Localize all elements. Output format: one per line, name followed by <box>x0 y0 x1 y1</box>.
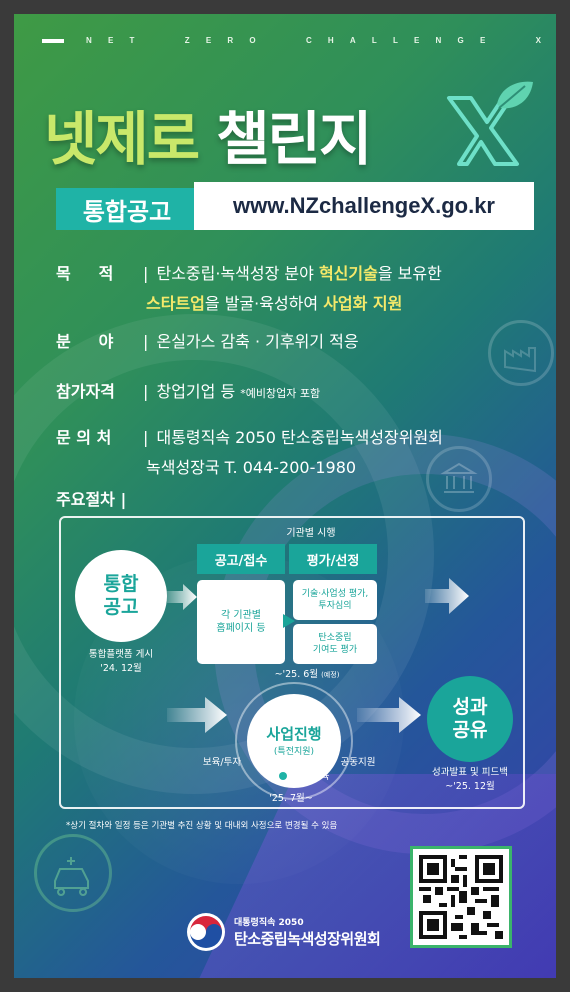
arrow-right-icon <box>167 584 197 610</box>
info-eligibility: 참가자격| 창업기업 등 *예비창업자 포함 <box>56 382 321 401</box>
website-link[interactable]: www.NZchallengeX.go.kr <box>194 182 534 230</box>
qr-code[interactable] <box>410 846 512 948</box>
step-result-share: 성과 공유 <box>427 676 513 762</box>
label-joint-support: 공동지원 <box>340 757 376 768</box>
step-result-caption: 성과발표 및 피드백 ~'25. 12월 <box>432 767 508 793</box>
box-evaluation-1: 기술·사업성 평가, 투자심의 <box>293 580 377 620</box>
period-2: '25. 7월~ <box>269 793 313 804</box>
electric-car-icon <box>34 834 112 912</box>
dot <box>279 772 287 780</box>
box-each-agency: 각 기관별 홈페이지 등 <box>197 580 285 664</box>
tagline: N E T Z E R O C H A L L E N G E X <box>86 36 541 45</box>
arrow-right-icon <box>357 697 421 733</box>
info-field: 분 야| 온실가스 감축 · 기후위기 적응 <box>56 332 359 351</box>
top-bar-mark <box>42 39 64 43</box>
label-additional-incubation: 추가보육 <box>294 771 330 782</box>
arrow-right-icon <box>425 578 469 614</box>
taegeuk-emblem-icon <box>187 913 225 951</box>
arrow-small-icon <box>283 614 295 628</box>
qr-code-icon <box>419 855 503 939</box>
logo-letter: X <box>437 78 438 79</box>
step-project: 사업진행 (특전지원) <box>247 694 341 788</box>
factory-icon <box>488 320 554 386</box>
agency-header: 기관별 시행 <box>286 528 336 539</box>
period-1: ~'25. 6월 (예정) <box>274 669 340 680</box>
step-announce-caption: 통합플랫폼 게시 '24. 12월 <box>88 649 154 675</box>
project-ring <box>235 682 353 800</box>
tab-receive: 공고/접수 <box>197 544 285 574</box>
info-contact: 문 의 처| 대통령직속 2050 탄소중립녹색성장위원회 녹색성장국 T. 0… <box>56 428 443 477</box>
organization-logo: 대통령직속 2050 탄소중립녹색성장위원회 <box>186 912 381 952</box>
process-diagram: 기관별 시행 통합 공고 통합플랫폼 게시 '24. 12월 공고/접수 평가/… <box>59 516 525 809</box>
process-title: 주요절차 | <box>56 490 127 509</box>
bank-icon <box>426 446 492 512</box>
page-title: 넷제로 챌린지 <box>44 105 372 173</box>
label-incubation: 보육/투자 <box>202 757 242 768</box>
footnote: *상기 절차와 일정 등은 기관별 추진 상황 및 대내외 사정으로 변경될 수… <box>66 821 338 831</box>
info-purpose: 목 적| 탄소중립·녹색성장 분야 혁신기술을 보유한 스타트업을 발굴·육성하… <box>56 264 442 313</box>
poster: N E T Z E R O C H A L L E N G E X 넷제로 챌린… <box>14 14 556 978</box>
tab-evaluate: 평가/선정 <box>289 544 377 574</box>
x-leaf-logo: X <box>437 78 533 166</box>
arrow-right-icon <box>167 697 227 733</box>
step-announce: 통합 공고 <box>75 550 167 642</box>
announce-badge: 통합공고 <box>56 188 198 230</box>
box-evaluation-2: 탄소중립 기여도 평가 <box>293 624 377 664</box>
